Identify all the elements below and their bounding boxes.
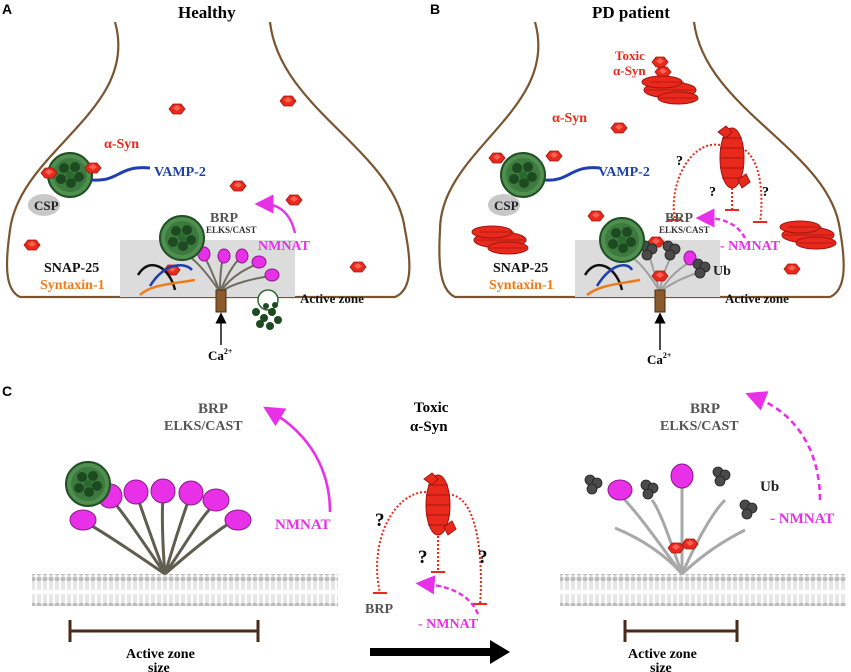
syntaxin-label-a: Syntaxin-1: [40, 278, 105, 293]
ca-label-b: Ca2+: [647, 351, 672, 367]
toxic-label-c2: α-Syn: [410, 419, 448, 435]
brp-label-c-left: BRP: [198, 401, 228, 417]
elks-label-a: ELKS/CAST: [206, 225, 257, 235]
ca-channel-a: [215, 289, 227, 313]
nmnat-arrow-a: [254, 194, 297, 234]
question-c1: ?: [375, 510, 385, 531]
snap25-label-a: SNAP-25: [44, 261, 99, 276]
az-label-right-2: size: [650, 661, 672, 672]
vesicle-b: [500, 152, 546, 198]
nmnat-label-c-left: NMNAT: [275, 517, 331, 533]
az-label-right-1: Active zone: [628, 647, 697, 662]
brp-label-a: BRP: [210, 211, 238, 226]
vamp2-label-b: VAMP-2: [598, 165, 650, 180]
brp-stalks-c-left: [69, 478, 252, 576]
vamp-line-b: [544, 166, 601, 182]
az-label-left-1: Active zone: [126, 647, 195, 662]
panel-b-letter: B: [430, 1, 440, 17]
elks-label-c-left: ELKS/CAST: [164, 419, 243, 434]
released-vesicle-a: [252, 302, 282, 330]
vesicle-c-left: [65, 461, 111, 507]
asyn-label-b: α-Syn: [552, 111, 587, 126]
nmnat-label-c-mid: - NMNAT: [418, 617, 479, 632]
active-zone-label-b: Active zone: [725, 291, 789, 306]
az-size-bar-left: [68, 620, 260, 642]
pillar-aggregate-c: [423, 472, 457, 536]
toxic-aggregate-top-b: [641, 56, 699, 105]
panel-b: B PD patient Toxic α-Syn α-Syn CSP VAMP-…: [430, 1, 845, 367]
question-b1: ?: [676, 154, 683, 169]
nmnat-arrow-c-right: [745, 391, 822, 501]
vamp2-label-a: VAMP-2: [154, 165, 206, 180]
asyn-label-a: α-Syn: [104, 137, 139, 152]
nmnat-arrow-c-left: [263, 406, 332, 513]
csp-blob-a: [28, 194, 60, 216]
question-b2: ?: [709, 185, 716, 200]
panel-b-title: PD patient: [592, 3, 670, 22]
nmnat-label-c-right: - NMNAT: [770, 511, 834, 527]
membrane-left: [32, 574, 338, 606]
toxic-label-c1: Toxic: [414, 400, 449, 416]
panel-a-letter: A: [2, 1, 12, 17]
toxic-label-b1: Toxic: [615, 48, 645, 63]
question-c3: ?: [478, 547, 488, 568]
syntaxin-label-b: Syntaxin-1: [489, 278, 554, 293]
nmnat-arrow-c-mid: [415, 575, 480, 615]
brp-label-c-right: BRP: [690, 401, 720, 417]
toxic-label-b2: α-Syn: [613, 63, 646, 78]
az-label-left-2: size: [148, 661, 170, 672]
snap25-label-b: SNAP-25: [493, 261, 548, 276]
brp-label-c-mid: BRP: [365, 602, 393, 617]
panel-c: C Active zone size BRP ELKS: [2, 383, 846, 672]
nmnat-label-b: - NMNAT: [720, 239, 781, 254]
transition-arrow: [370, 640, 510, 664]
vesicle-docked-b: [599, 217, 645, 263]
vesicle-docked-a: [159, 215, 205, 261]
csp-label-a: CSP: [34, 198, 59, 213]
brp-stalks-c-right: [607, 463, 746, 576]
question-c2: ?: [418, 547, 428, 568]
syntaxin-curve-a: [139, 278, 196, 296]
panel-c-letter: C: [2, 383, 12, 399]
vamp-line-a: [91, 166, 151, 182]
toxic-aggregate-left-b: [471, 225, 529, 255]
elks-label-b: ELKS/CAST: [659, 225, 710, 235]
toxic-aggregate-right-b: [779, 220, 837, 250]
pillar-aggregate-b: [717, 125, 751, 189]
elks-label-c-right: ELKS/CAST: [660, 419, 739, 434]
ub-label-c: Ub: [760, 479, 779, 495]
csp-label-b: CSP: [494, 198, 519, 213]
panel-a: A Healthy CSP α-Syn VAMP-2: [2, 1, 411, 363]
membrane-right: [560, 574, 846, 606]
nmnat-label-a: NMNAT: [258, 239, 311, 254]
ca-channel-b: [654, 289, 666, 313]
csp-blob-b: [488, 194, 520, 216]
ca-label-a: Ca2+: [208, 347, 233, 363]
question-b3: ?: [762, 185, 769, 200]
az-size-bar-right: [623, 620, 739, 642]
brp-label-b: BRP: [665, 211, 693, 226]
nmnat-arrow-b: [695, 208, 747, 239]
panel-a-title: Healthy: [178, 3, 236, 22]
active-zone-label-a: Active zone: [300, 291, 364, 306]
ub-label-b: Ub: [713, 264, 731, 279]
